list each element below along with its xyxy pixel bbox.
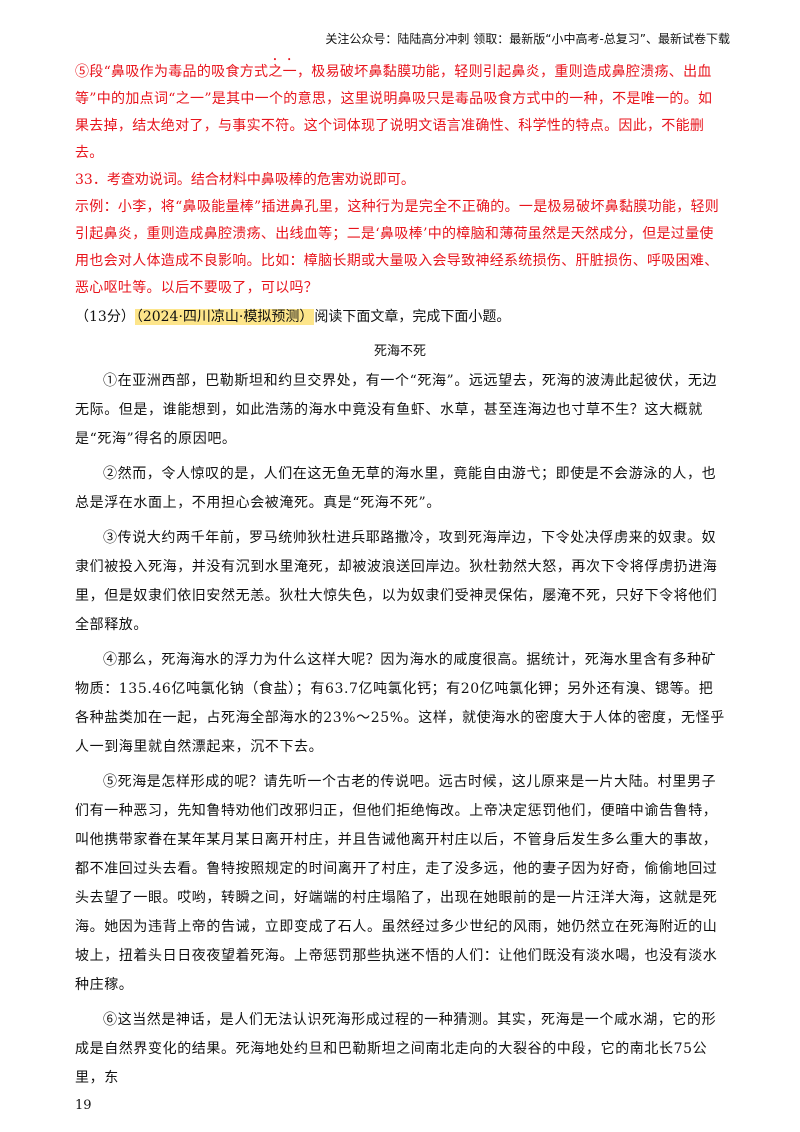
task-instruction: 阅读下面文章，完成下面小题。 <box>314 309 511 325</box>
article-paragraph-3: ③传说大约两千年前，罗马统帅狄杜进兵耶路撒冷，攻到死海岸边，下令处决俘虏来的奴隶… <box>75 530 718 633</box>
answer-q32-dotted-word: 之一 <box>268 64 297 80</box>
article-paragraph-5: ⑤死海是怎样形成的呢？请先听一个古老的传说吧。远古时候，这儿原来是一片大陆。村里… <box>75 774 718 993</box>
page-number: 19 <box>75 1098 92 1113</box>
article-paragraph-6: ⑥这当然是神话，是人们无法认识死海形成过程的一种猜测。其实，死海是一个咸水湖，它… <box>75 1012 717 1086</box>
page-header: 关注公众号：陆陆高分冲刺 领取：最新版“小中高考-总复习”、最新试卷下载 <box>325 32 730 46</box>
article-paragraph-4: ④那么，死海海水的浮力为什么这样大呢？因为海水的咸度很高。据统计，死海水里含有多… <box>75 652 725 755</box>
answer-q32-post: ，极易破坏鼻黏膜功能，轻则引起鼻炎，重则造成鼻腔溃疡、出血等”中的加点词“之一”… <box>75 64 713 161</box>
answer-q32-pre: ⑤段“鼻吸作为毒品的吸食方式 <box>75 64 269 80</box>
task-source-tag: （2024·四川凉山·模拟预测） <box>134 309 315 325</box>
task-line: （13分）（2024·四川凉山·模拟预测）阅读下面文章，完成下面小题。 <box>75 304 725 330</box>
page-content: ⑤段“鼻吸作为毒品的吸食方式之一，极易破坏鼻黏膜功能，轻则引起鼻炎，重则造成鼻腔… <box>75 56 725 1099</box>
article-paragraph-2: ②然而，令人惊叹的是，人们在这无鱼无草的海水里，竟能自由游弋；即使是不会游泳的人… <box>75 466 717 511</box>
article-title: 死海不死 <box>373 344 426 359</box>
answer-q33: 33．考查劝说词。结合材料中鼻吸棒的危害劝说即可。 <box>75 172 415 188</box>
article-paragraph-1: ①在亚洲西部，巴勒斯坦和约旦交界处，有一个“死海”。远远望去，死海的波涛此起彼伏… <box>75 373 718 447</box>
answer-q32: ⑤段“鼻吸作为毒品的吸食方式之一，极易破坏鼻黏膜功能，轻则引起鼻炎，重则造成鼻腔… <box>75 56 725 167</box>
task-score: （13分） <box>75 309 135 325</box>
answer-example: 示例：小李，将“鼻吸能量棒”插进鼻孔里，这种行为是完全不正确的。一是极易破坏鼻黏… <box>75 199 720 296</box>
